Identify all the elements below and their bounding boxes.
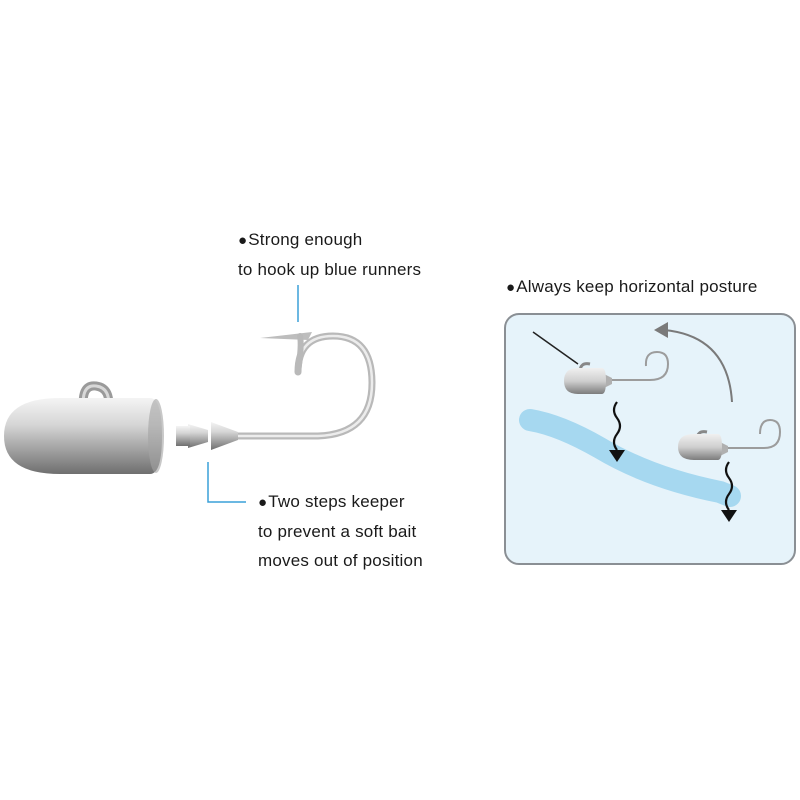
callout-posture-line-1: Always keep horizontal posture <box>516 277 758 296</box>
callout-hook-line-1: Strong enough <box>248 230 363 249</box>
callout-hook-strength: ●Strong enough to hook up blue runners <box>238 225 421 284</box>
keeper-collar <box>176 426 190 446</box>
callout-keeper-line-3: moves out of position <box>258 551 423 570</box>
wavy-down-arrow-icon <box>609 401 625 462</box>
keeper-cone-1 <box>188 424 208 448</box>
callout-keeper: ●Two steps keeper to prevent a soft bait… <box>258 487 423 575</box>
bullet-head <box>4 398 162 474</box>
curved-up-left-arrow-icon <box>654 322 733 403</box>
callout-hook-line-2: to hook up blue runners <box>238 260 422 279</box>
jighead-large <box>4 332 376 474</box>
wavy-down-arrow-icon <box>721 461 737 522</box>
posture-panel <box>504 313 796 565</box>
callout-keeper-line-2: to prevent a soft bait <box>258 522 417 541</box>
fishing-line <box>532 331 579 365</box>
bullet-icon: ● <box>506 279 516 296</box>
jighead-small-1 <box>564 350 670 394</box>
keeper-cone-2 <box>211 422 238 450</box>
bullet-icon: ● <box>258 494 268 511</box>
callout-posture: ●Always keep horizontal posture <box>506 272 758 302</box>
soft-bait-band <box>519 409 741 507</box>
jighead-small-2 <box>678 418 782 460</box>
callout-keeper-line-1: Two steps keeper <box>268 492 405 511</box>
callout-line-keeper <box>207 462 246 503</box>
hook-point <box>260 332 312 340</box>
bullet-icon: ● <box>238 232 248 249</box>
hook-shank <box>218 332 376 440</box>
